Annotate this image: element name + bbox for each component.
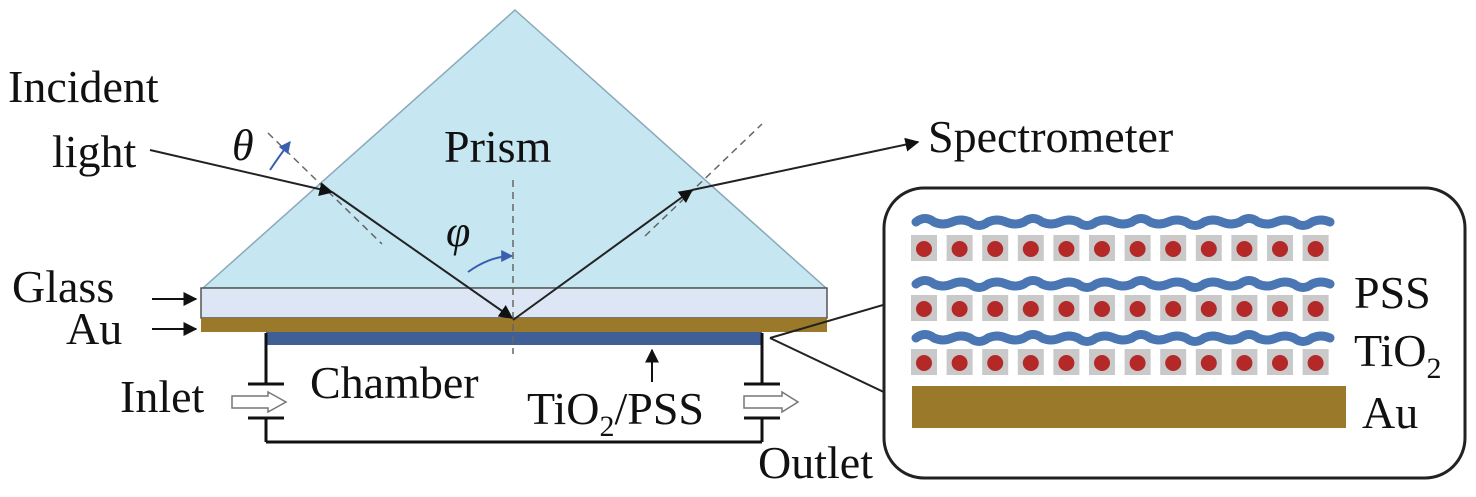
tio2-particle xyxy=(1094,301,1110,317)
tio2-particle xyxy=(1022,241,1039,257)
reflected-ray xyxy=(512,189,694,321)
tio2-pss-film xyxy=(266,332,762,345)
tio2-particle xyxy=(1022,301,1039,317)
tio2-particle xyxy=(1272,241,1288,257)
tio2-particle xyxy=(987,355,1004,371)
tio2-particle xyxy=(987,241,1004,257)
tio2-particle xyxy=(1165,301,1182,317)
tio2-particle xyxy=(1165,241,1182,257)
tio2-particle xyxy=(1129,355,1146,371)
incident-light-label-line1: Incident xyxy=(8,61,159,112)
phi-symbol: φ xyxy=(446,207,470,256)
tio2-particle xyxy=(1058,301,1075,317)
inset-layers xyxy=(911,214,1335,375)
callout-line-lower xyxy=(769,337,891,396)
theta-symbol: θ xyxy=(232,121,254,170)
outlet-flow-arrow xyxy=(743,390,800,414)
tio2-particle xyxy=(1307,355,1324,371)
inset-tio2-subscript: 2 xyxy=(1426,352,1441,385)
au-label: Au xyxy=(66,303,122,354)
tio2-particle xyxy=(1236,355,1253,371)
pss-chain-layer xyxy=(911,330,1335,346)
glass-label: Glass xyxy=(12,261,114,312)
normal-line-right xyxy=(644,123,763,237)
tio2-particle xyxy=(1200,301,1217,317)
tio2-particle xyxy=(1094,241,1110,257)
incident-light-label-line2: light xyxy=(52,126,137,177)
refracted-ray xyxy=(331,191,514,319)
pss-chain-layer xyxy=(911,214,1335,230)
film-label: TiO2/PSS xyxy=(527,383,704,443)
flow-chamber xyxy=(248,333,780,444)
tio2-particle xyxy=(916,301,932,317)
glass-slide xyxy=(200,287,828,319)
film-label-pss: /PSS xyxy=(614,383,704,434)
inset-pss-label: PSS xyxy=(1354,267,1431,318)
tio2-particle xyxy=(1307,241,1324,257)
exit-ray xyxy=(691,137,920,191)
incident-ray xyxy=(149,149,334,196)
inset-au-layer xyxy=(912,386,1346,428)
tio2-particle xyxy=(1058,355,1075,371)
tio2-particle xyxy=(1307,301,1324,317)
tio2-particle xyxy=(951,301,968,317)
prism-label: Prism xyxy=(444,121,552,172)
inset-tio2-label: TiO2 xyxy=(1354,325,1441,385)
tio2-particle xyxy=(1236,241,1253,257)
tio2-particle xyxy=(1094,355,1110,371)
callout-line-upper xyxy=(769,302,891,339)
spectrometer-label: Spectrometer xyxy=(928,111,1173,162)
chamber-label: Chamber xyxy=(310,357,479,408)
tio2-particle xyxy=(916,355,932,371)
tio2-particle xyxy=(916,241,932,257)
tio2-particle xyxy=(1200,355,1217,371)
tio2-particle xyxy=(1058,241,1075,257)
inlet-label: Inlet xyxy=(120,371,205,422)
inset-tio2-text: TiO xyxy=(1354,325,1426,376)
phi-arc xyxy=(467,250,514,273)
film-label-tio: TiO xyxy=(527,383,599,434)
tio2-particle xyxy=(987,301,1004,317)
film-label-subscript: 2 xyxy=(599,410,614,443)
tio2-particle xyxy=(1272,355,1288,371)
tio2-particle xyxy=(951,355,968,371)
tio2-particle xyxy=(951,241,968,257)
tio2-particle xyxy=(1129,301,1146,317)
au-layer xyxy=(201,318,827,332)
tio2-particle xyxy=(1165,355,1182,371)
outlet-label: Outlet xyxy=(758,437,873,488)
tio2-particle xyxy=(1022,355,1039,371)
tio2-particle xyxy=(1200,241,1217,257)
inset-au-label: Au xyxy=(1362,387,1418,438)
theta-arc xyxy=(269,141,291,171)
inlet-flow-arrow xyxy=(231,390,288,414)
tio2-particle xyxy=(1129,241,1146,257)
tio2-particle xyxy=(1272,301,1288,317)
tio2-particle xyxy=(1236,301,1253,317)
pss-chain-layer xyxy=(911,276,1335,292)
